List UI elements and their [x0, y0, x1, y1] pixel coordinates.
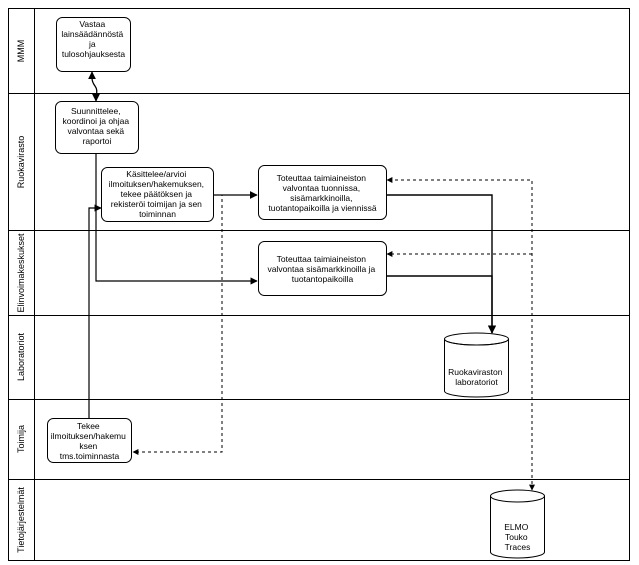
connector-plan-to-elinvoima: [95, 153, 258, 285]
lane-label-tietojarjestelmat: Tietojärjestelmät: [16, 487, 26, 553]
svg-text:Tekee ilmoituksen/hakemu: Tekee ilmoituksen/hakemu ksen tms.toimin…: [51, 421, 129, 461]
svg-text:Käsittelee/arvioi ilmoit: Käsittelee/arvioi ilmoituksen/hakemuksen…: [109, 169, 207, 219]
node-ruoka-plan-line: valvontaa sekä: [67, 126, 124, 136]
systems-database-icon: [490, 489, 545, 559]
node-ruoka-handle-line: tekee päätöksen ja: [121, 189, 193, 199]
node-ruoka-control-line: sisämarkkinoilla,: [290, 193, 352, 203]
node-ruoka-handle-line: Käsittelee/arvioi: [126, 169, 186, 179]
svg-text:Vastaa lainsäädännöstä: Vastaa lainsäädännöstä ja tulosohjaukses…: [61, 19, 125, 59]
node-ruoka-control: Toteuttaa taimiaineiston valvontaa tuonn…: [258, 165, 387, 220]
svg-text:Suunnittelee, koordinoi: Suunnittelee, koordinoi ja ohjaa valvont…: [62, 106, 131, 146]
lane-label-toimija: Toimija: [16, 425, 26, 453]
lab-database-label-line: laboratoriot: [455, 377, 498, 387]
systems-database-label-line: ELMO: [504, 522, 528, 532]
node-mmm-task-line: ja: [88, 39, 96, 49]
lab-database-label-line: Ruokaviraston: [448, 367, 503, 377]
svg-text:Toteuttaa taimiaineiston: Toteuttaa taimiaineiston valvontaa sisäm…: [267, 254, 377, 284]
node-elinvoima-control-line: tuotantopaikoilla: [292, 274, 354, 284]
node-ruoka-plan-line: raportoi: [83, 136, 112, 146]
lab-database-icon: [444, 332, 509, 398]
node-ruoka-handle-line: rekisteröi toimijan ja sen: [111, 199, 202, 209]
node-mmm-task-line: tulosohjauksesta: [62, 49, 126, 59]
systems-database-label-line: Traces: [505, 542, 531, 552]
lab-database-label: Ruokaviraston laboratoriot: [448, 367, 505, 387]
node-mmm-task-line: Vastaa: [79, 19, 105, 29]
node-toimija-task-line: Tekee: [77, 421, 100, 431]
node-toimija-task-line: ilmoituksen/hakemu: [51, 431, 126, 441]
connector-handle-to-toimija-dashed: [132, 194, 223, 455]
lane-label-elinvoimakeskukset: Elinvoimakeskukset: [16, 233, 26, 313]
lane-label-mmm: MMM: [16, 40, 26, 63]
node-elinvoima-control-line: valvontaa sisämarkkinoilla ja: [267, 264, 375, 274]
node-ruoka-control-line: valvontaa tuonnissa,: [283, 183, 361, 193]
connector-control-to-lab: [386, 194, 497, 334]
node-elinvoima-control-line: Toteuttaa taimiaineiston: [277, 254, 367, 264]
lane-labels: MMM Ruokavirasto Elinvoimakeskukset Labo…: [16, 40, 26, 553]
node-ruoka-handle: Käsittelee/arvioi ilmoituksen/hakemuksen…: [101, 167, 214, 222]
node-ruoka-control-line: tuotantopaikoilla ja viennissä: [268, 203, 376, 213]
lane-label-laboratoriot: Laboratoriot: [16, 332, 26, 381]
connector-mmm-to-plan: [88, 71, 100, 102]
node-elinvoima-control: Toteuttaa taimiaineiston valvontaa sisäm…: [258, 241, 387, 296]
node-ruoka-control-line: Toteuttaa taimiaineiston: [277, 173, 367, 183]
node-mmm-task-line: lainsäädännöstä: [61, 29, 123, 39]
connector-toimija-to-handle: [88, 204, 102, 418]
lane-label-ruokavirasto: Ruokavirasto: [16, 136, 26, 189]
node-toimija-task: Tekee ilmoituksen/hakemu ksen tms.toimin…: [47, 418, 132, 463]
systems-database-label: ELMO Touko Traces: [504, 522, 530, 552]
node-mmm-task: Vastaa lainsäädännöstä ja tulosohjaukses…: [56, 17, 131, 72]
node-toimija-task-line: ksen: [79, 441, 97, 451]
node-ruoka-plan-line: koordinoi ja ohjaa: [62, 116, 129, 126]
node-ruoka-handle-line: ilmoituksen/hakemuksen,: [109, 179, 204, 189]
node-toimija-task-line: tms.toiminnasta: [60, 451, 120, 461]
svg-text:Toteuttaa taimiaineiston: Toteuttaa taimiaineiston valvontaa tuonn…: [268, 173, 376, 213]
node-ruoka-handle-line: toiminnan: [139, 209, 176, 219]
node-ruoka-plan: Suunnittelee, koordinoi ja ohjaa valvont…: [55, 101, 139, 154]
connector-elinvoima-to-lab: [386, 275, 493, 333]
node-ruoka-plan-line: Suunnittelee,: [71, 106, 121, 116]
systems-database-label-line: Touko: [505, 532, 528, 542]
connector-systems-to-control-dashed: [386, 177, 535, 491]
connectors: [88, 71, 535, 491]
